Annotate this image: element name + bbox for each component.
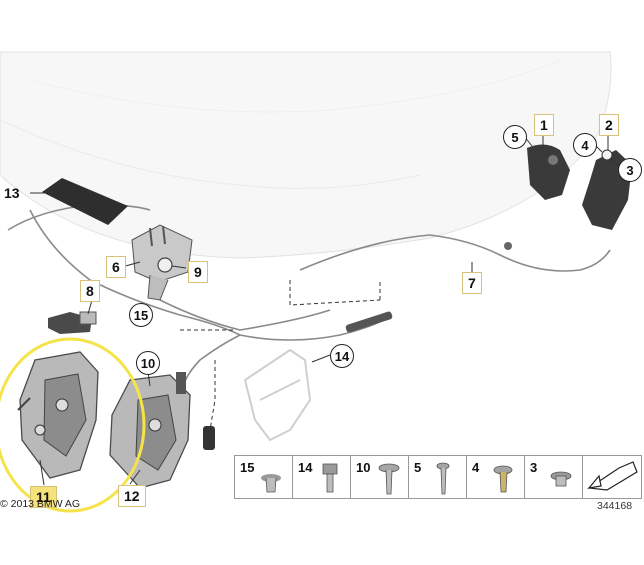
- copyright-notice: © 2013 BMW AG: [0, 498, 81, 510]
- part-8-cable-clip: [48, 311, 97, 334]
- part-1-bowden-cable-bracket: [527, 144, 570, 200]
- callout-1: 1: [534, 114, 554, 136]
- diagram-number: 344168: [597, 500, 633, 512]
- part-12-hood-lock-right: [109, 372, 215, 489]
- legend-label: 3: [530, 460, 538, 475]
- push-rivet-icon: [261, 474, 281, 493]
- legend-cell-3: 3: [525, 456, 583, 498]
- legend-label: 10: [356, 460, 371, 475]
- legend-cell-5: 5: [409, 456, 467, 498]
- callout-11: 11: [30, 486, 57, 508]
- legend-cell-10: 10: [351, 456, 409, 498]
- callout-8: 8: [80, 280, 100, 302]
- highlight-ellipse: [0, 337, 146, 513]
- wide-head-screw-icon: [378, 463, 400, 495]
- part-14-support-bracket: [243, 348, 312, 442]
- callout-4: 4: [573, 133, 597, 157]
- hex-bolt-washer-icon: [322, 463, 338, 493]
- part-13-cover-pad: [42, 178, 128, 225]
- legend-label: 5: [414, 460, 422, 475]
- part-6-release-handle-bracket: [131, 224, 193, 301]
- cable-end-ball: [504, 242, 512, 250]
- orientation-arrow-icon: [587, 461, 638, 491]
- callout-10: 10: [136, 351, 160, 375]
- cable-dashed-guides: [180, 280, 381, 431]
- legend-cell-arrow: [583, 456, 641, 498]
- cable-sleeve: [345, 311, 393, 333]
- countersunk-screw-icon: [436, 462, 450, 495]
- callout-15: 15: [129, 303, 153, 327]
- legend-label: 14: [298, 460, 313, 475]
- callout-3: 3: [618, 158, 642, 182]
- callout-14: 14: [330, 344, 354, 368]
- callout-7: 7: [462, 272, 482, 294]
- legend-cell-14: 14: [293, 456, 351, 498]
- callout-12: 12: [118, 485, 146, 507]
- callout-9: 9: [188, 261, 208, 283]
- legend-label: 4: [472, 460, 480, 475]
- legend-label: 15: [240, 460, 255, 475]
- callout-6: 6: [106, 256, 126, 278]
- part-11-hood-lock-left: [17, 351, 99, 479]
- fastener-legend: 15 14 10 5 4 3: [234, 455, 642, 499]
- callout-13: 13: [4, 185, 20, 201]
- callout-5: 5: [503, 125, 527, 149]
- legend-cell-15: 15: [235, 456, 293, 498]
- callout-2: 2: [599, 114, 619, 136]
- legend-cell-4: 4: [467, 456, 525, 498]
- hood-panel: [0, 51, 612, 259]
- flange-screw-icon: [493, 465, 513, 493]
- hex-flange-nut-icon: [550, 471, 572, 487]
